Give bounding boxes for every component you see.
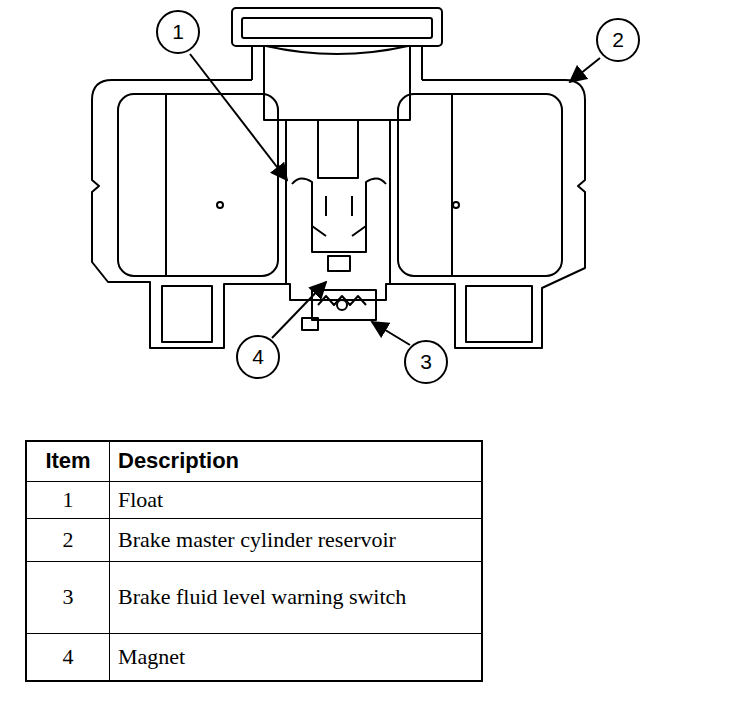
rib-hole: [217, 202, 223, 208]
magnet: [328, 256, 350, 271]
table-cell: 2: [26, 518, 110, 561]
table-row: 4 Magnet: [26, 633, 482, 681]
item-number: 3: [63, 584, 74, 609]
float-stem: [318, 120, 358, 178]
callout-number: 4: [236, 335, 280, 379]
filler-tube: [264, 46, 410, 120]
rib-hole: [453, 202, 459, 208]
circle-outline: [597, 19, 639, 61]
callout-circle: 3: [404, 340, 448, 384]
outlet-port: [466, 286, 532, 342]
float: [292, 178, 386, 252]
circle-outline: [237, 336, 279, 378]
callout-number: 3: [404, 340, 448, 384]
chamber-rib: [166, 94, 452, 276]
item-number: 4: [63, 644, 74, 669]
switch-connector: [302, 318, 318, 330]
table-row: 3 Brake fluid level warning switch: [26, 561, 482, 633]
cap: [232, 8, 442, 46]
item-number: 2: [63, 527, 74, 552]
callout-number: 1: [156, 10, 200, 54]
cap-dome: [266, 46, 408, 54]
filler-neck: [252, 46, 422, 80]
leader-line: [570, 58, 600, 82]
table-header: Description: [118, 448, 239, 473]
table-cell: Description: [110, 441, 483, 481]
circle-outline: [405, 341, 447, 383]
table-cell: Float: [110, 481, 483, 518]
table-row: 1 Float: [26, 481, 482, 518]
callout-circle: 4: [236, 335, 280, 379]
float-well: [286, 120, 390, 284]
table-cell: 4: [26, 633, 110, 681]
table-cell: Magnet: [110, 633, 483, 681]
leader-line: [272, 282, 326, 338]
switch-contact: [337, 300, 347, 310]
leader-line: [190, 54, 287, 180]
reservoir-body: [92, 80, 585, 348]
callout-circle: 2: [596, 18, 640, 62]
table-cell: Brake master cylinder reservoir: [110, 518, 483, 561]
table-row: Item Description: [26, 441, 482, 481]
outlet-port: [162, 286, 212, 342]
part-name: Float: [118, 487, 163, 512]
part-name: Brake fluid level warning switch: [118, 584, 406, 609]
left-chamber: [118, 94, 278, 276]
callout-number: 2: [596, 18, 640, 62]
part-name: Magnet: [118, 644, 185, 669]
float-detail: [312, 196, 366, 236]
circle-outline: [157, 11, 199, 53]
table-cell: 3: [26, 561, 110, 633]
table-header: Item: [45, 448, 90, 473]
table-cell: 1: [26, 481, 110, 518]
table-row: 2 Brake master cylinder reservoir: [26, 518, 482, 561]
leader-line: [372, 322, 410, 345]
cap-lip: [242, 18, 432, 38]
item-number: 1: [63, 487, 74, 512]
right-chamber: [398, 94, 562, 276]
warning-switch: [312, 290, 376, 320]
table-cell: Brake fluid level warning switch: [110, 561, 483, 633]
parts-table: Item Description 1 Float 2 Brake master cylin…: [25, 440, 483, 682]
callout-circle: 1: [156, 10, 200, 54]
part-name: Brake master cylinder reservoir: [118, 527, 396, 552]
table-cell: Item: [26, 441, 110, 481]
